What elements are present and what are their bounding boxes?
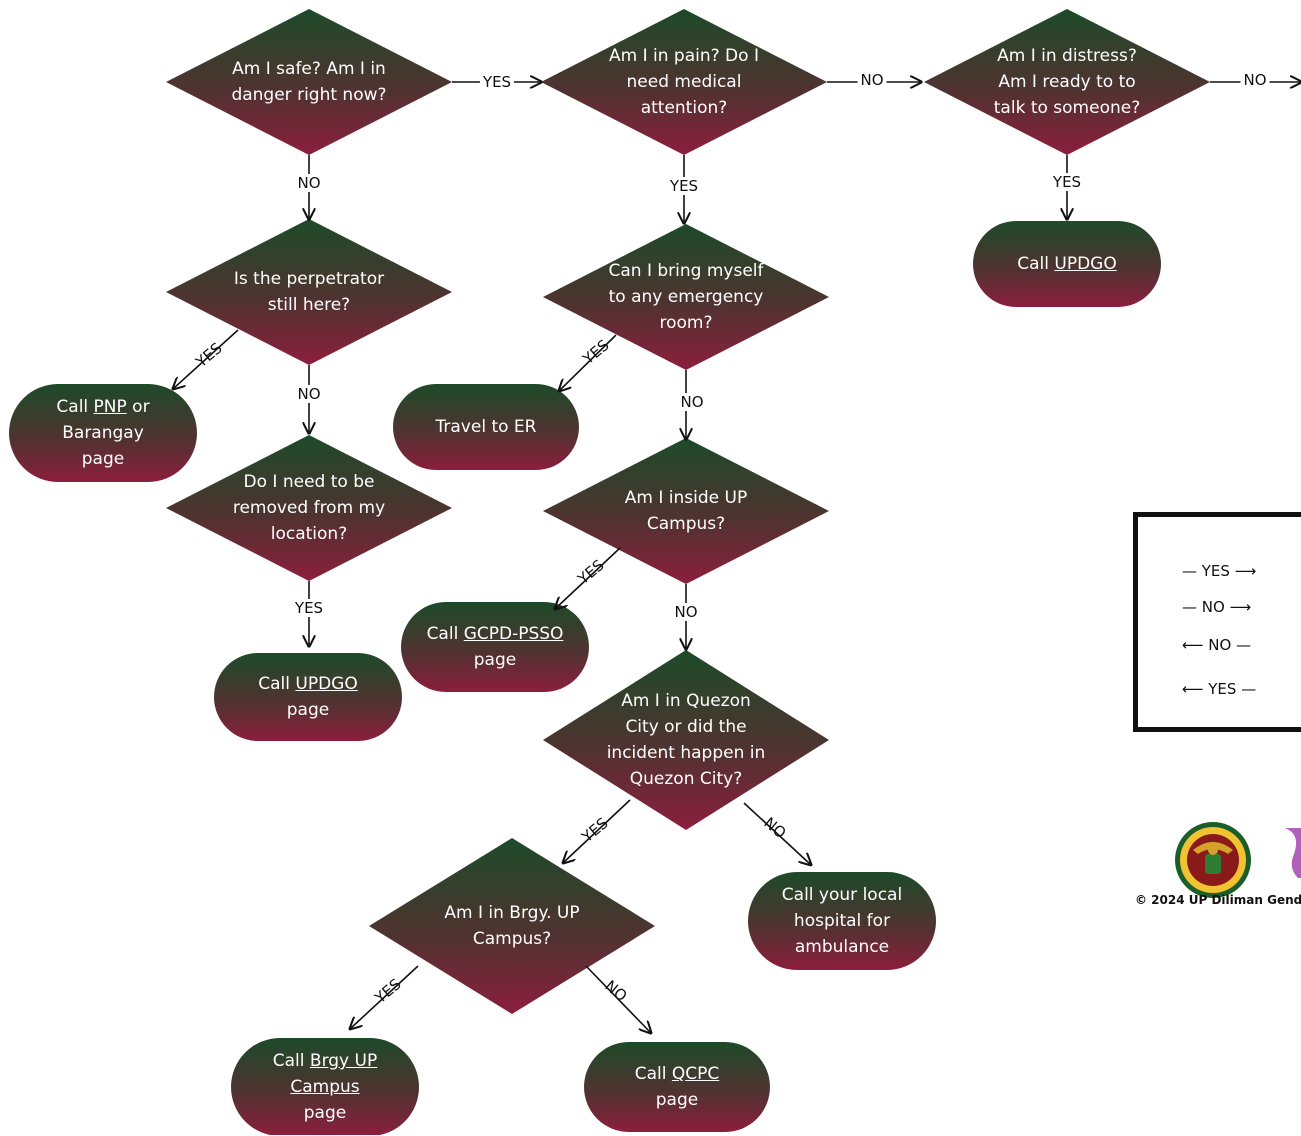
edge-label-e2: NO [294,174,324,192]
contact-link[interactable]: Brgy UP [309,1051,378,1071]
action-a_upd_top [973,221,1161,307]
contact-link[interactable]: UPDGO [295,674,358,694]
legend-row-yes-left: ⟵ YES — [1182,680,1257,698]
edge-arrow-e7 [174,329,239,388]
contact-link[interactable]: PNP [93,397,127,417]
edge-label-e11: YES [291,599,327,617]
copyright-text: © 2024 UP Diliman Gend [1135,893,1301,907]
edge-arrow-e12 [556,547,621,608]
contact-link[interactable]: Campus [290,1077,360,1097]
edge-arrow-e17 [585,965,650,1032]
edge-label-e13: NO [671,603,701,621]
action-a_gcpd [401,602,589,692]
edge-arrow-e15 [743,802,810,864]
decision-q_removed [166,435,452,581]
contact-link[interactable]: QCPC [671,1064,720,1084]
legend-box: — YES ⟶ — NO ⟶ ⟵ NO — ⟵ YES — [1133,512,1301,732]
legend-row-yes-right: — YES ⟶ [1182,562,1257,580]
legend-row-no-right: — NO ⟶ [1182,598,1252,616]
action-a_upd_left [214,653,402,741]
edge-label-e5: YES [666,177,702,195]
decision-q_distress [924,9,1210,155]
decision-q_brgy [369,838,655,1014]
decision-q_er [543,224,829,370]
legend-row-no-left: ⟵ NO — [1182,636,1252,654]
edge-label-e4: NO [1240,71,1270,89]
decision-q_perp [166,219,452,365]
decision-q_up [543,438,829,584]
edge-label-e8: NO [294,385,324,403]
edge-label-e6: YES [1049,173,1085,191]
action-a_qcpc [584,1042,770,1132]
edge-arrow-e9 [560,334,617,390]
edge-label-e10: NO [677,393,707,411]
contact-link[interactable]: UPDGO [1054,254,1117,274]
decision-q_pain [541,9,827,155]
edge-arrow-e16 [351,965,419,1028]
action-a_brgyup [231,1038,419,1135]
edge-label-e1: YES [479,73,515,91]
edge-label-e3: NO [857,71,887,89]
node-line: Campus [290,1074,359,1100]
up-seal-logo [1175,822,1301,898]
action-a_er [393,384,579,470]
decision-q_qc [543,650,829,830]
edge-arrow-e14 [564,799,631,862]
action-a_local [748,872,936,970]
contact-link[interactable]: GCPD-PSSO [463,624,564,644]
action-a_pnp [9,384,197,482]
decision-q_safe [166,9,452,155]
